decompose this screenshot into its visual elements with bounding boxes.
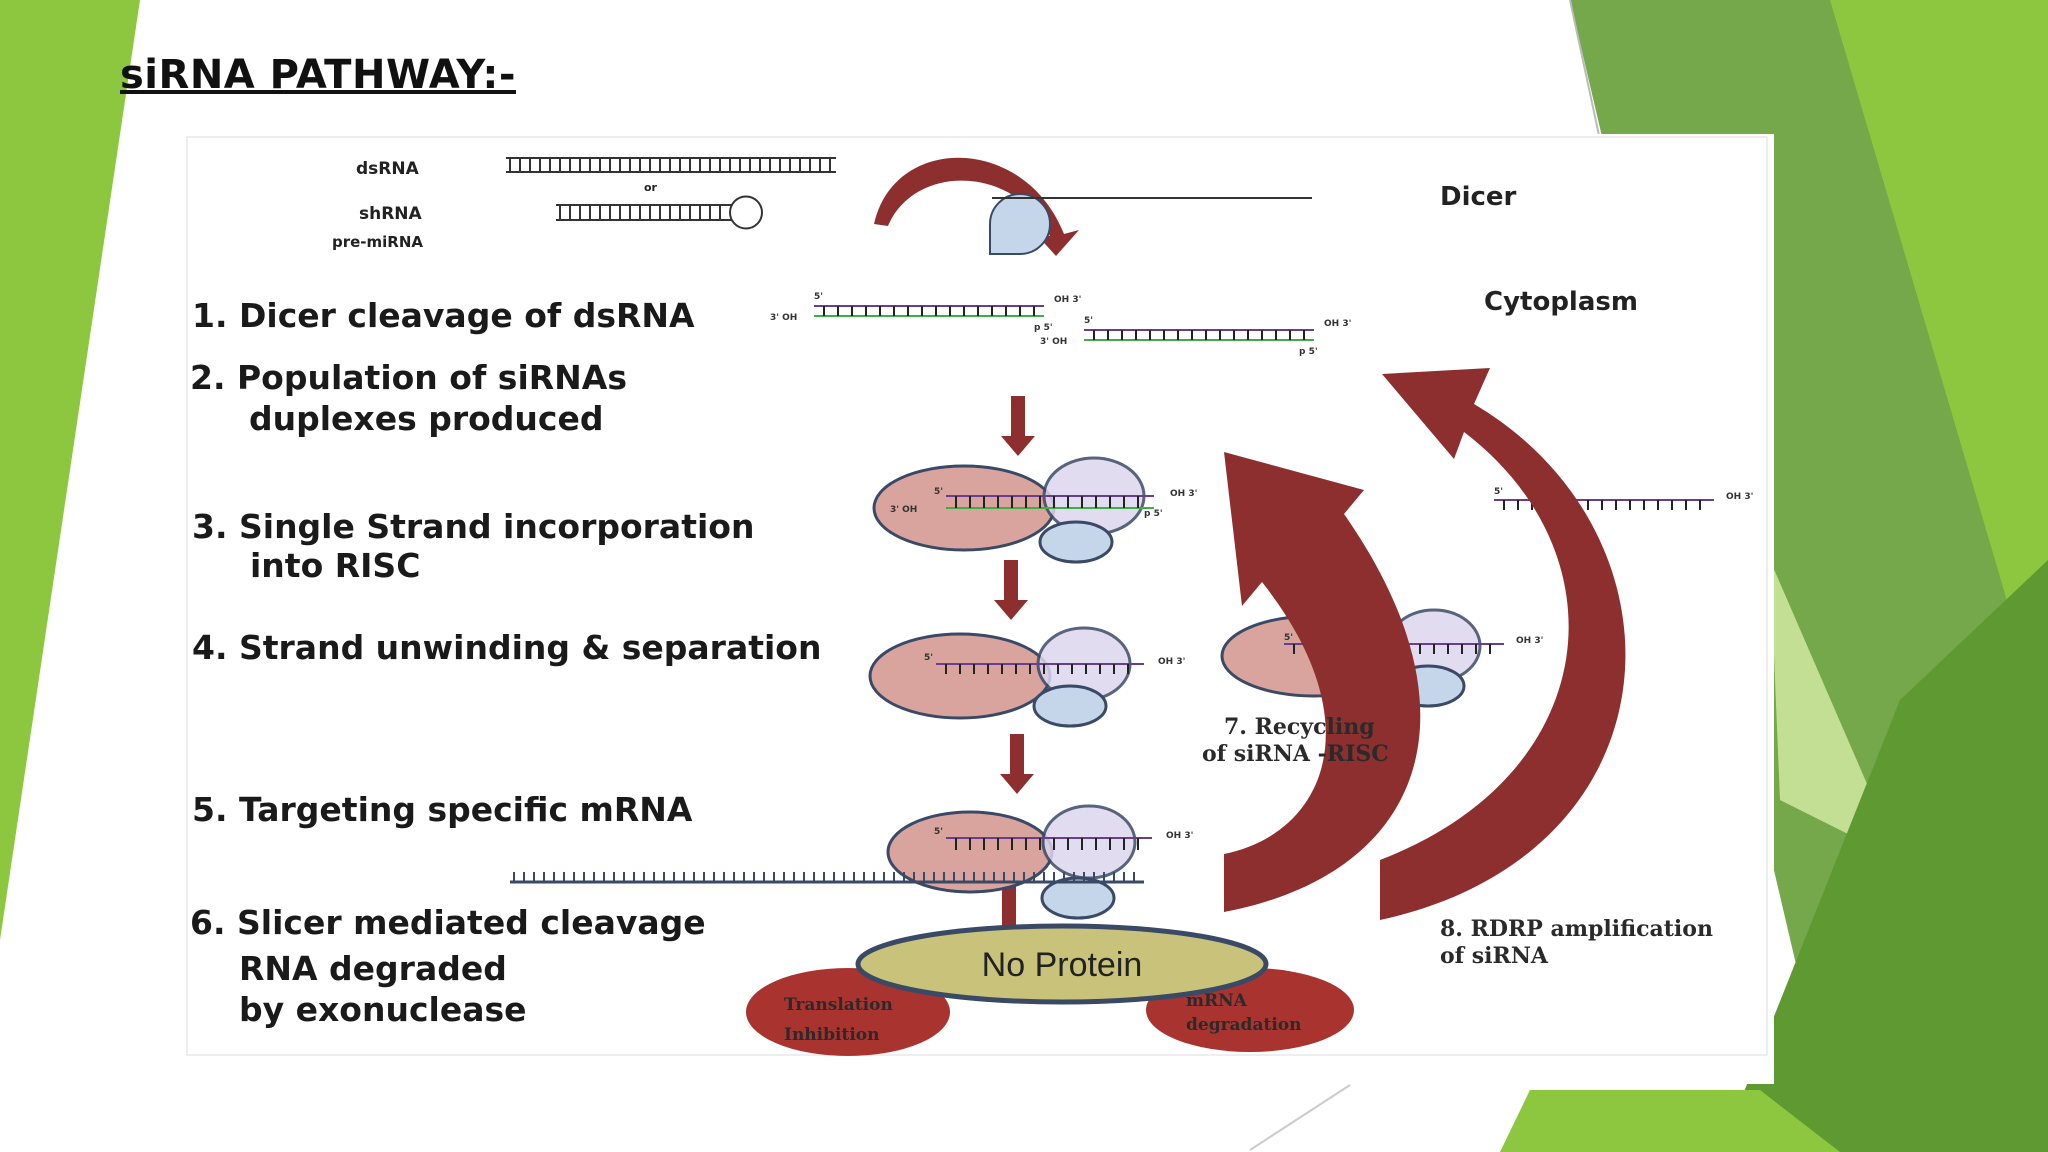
svg-text:5': 5' (934, 827, 943, 837)
step-6-text-line2: RNA degraded (239, 949, 507, 988)
mrna-degradation-label: mRNA (1186, 991, 1248, 1011)
bullet-arrow-icon (66, 66, 82, 88)
svg-text:OH 3': OH 3' (1516, 636, 1543, 646)
dicer-arrow-icon (874, 157, 1079, 256)
risc-complex-step5: 5' OH 3' (886, 804, 1193, 920)
svg-text:OH 3': OH 3' (1054, 295, 1081, 305)
no-protein-label: No Protein (982, 946, 1143, 984)
dsrna-ladder (506, 157, 836, 173)
translation-inhibition-blob (746, 968, 950, 1056)
premirna-label: pre-miRNA (332, 233, 423, 251)
step-6-text-line3: by exonuclease (239, 990, 527, 1029)
risc-complex-step3: 5' 3' OH OH 3' p 5' (872, 456, 1197, 564)
step-3-text-line2: into RISC (250, 546, 420, 585)
svg-text:p 5': p 5' (1299, 347, 1318, 357)
down-arrow-icon (1000, 734, 1034, 794)
down-arrow-icon (1001, 396, 1035, 456)
svg-text:OH 3': OH 3' (1170, 489, 1197, 499)
svg-text:OH 3': OH 3' (1158, 657, 1185, 667)
recycling-label-line2: of siRNA -RISC (1202, 741, 1389, 767)
dicer-label: Dicer (1440, 182, 1517, 212)
divider-line-bottom (1249, 1084, 1351, 1151)
step-4-text: 4. Strand unwinding & separation (192, 628, 821, 667)
rdrp-label-line2: of siRNA (1440, 943, 1549, 969)
step-5-text: 5. Targeting specific mRNA (192, 790, 693, 829)
sirna-duplex-1: 5' 3' OH OH 3' p 5' (770, 292, 1081, 333)
divider-line (1569, 0, 1601, 141)
svg-text:3' OH: 3' OH (890, 505, 917, 515)
svg-text:OH 3': OH 3' (1726, 492, 1753, 502)
svg-text:3' OH: 3' OH (770, 313, 797, 323)
svg-text:5': 5' (1494, 487, 1503, 497)
right-green-facet-dark (1720, 560, 2048, 1152)
sirna-duplex-2: 5' 3' OH OH 3' p 5' (1040, 316, 1351, 357)
rdrp-arrow-icon (1380, 368, 1626, 920)
svg-text:5': 5' (924, 653, 933, 663)
mrna-strand (510, 872, 1144, 884)
diagram-panel (184, 134, 1774, 1084)
or-label: or (644, 181, 658, 194)
recycling-arrow-icon (1224, 452, 1421, 912)
step-1-text: 1. Dicer cleavage of dsRNA (192, 296, 695, 335)
dicer-enzyme-icon (989, 193, 1051, 255)
svg-text:p 5': p 5' (1034, 323, 1053, 333)
svg-text:OH 3': OH 3' (1166, 831, 1193, 841)
diagram-frame (186, 136, 1768, 1056)
svg-text:5': 5' (1284, 633, 1293, 643)
no-protein-ellipse (855, 923, 1269, 1005)
svg-text:p 5': p 5' (1144, 509, 1163, 519)
svg-text:5': 5' (1084, 316, 1093, 326)
sirna-pathway-diagram: dsRNA or shRNA pre-miRNA Dicer Cytoplasm… (184, 134, 1774, 1084)
cytoplasm-label: Cytoplasm (1484, 287, 1638, 317)
svg-text:OH 3': OH 3' (1324, 319, 1351, 329)
step-3-text: 3. Single Strand incorporation (192, 507, 754, 546)
recycling-label: 7. Recycling (1224, 714, 1375, 740)
rdrp-label: 8. RDRP amplification (1440, 916, 1713, 942)
shrna-label: shRNA (359, 204, 423, 224)
svg-text:5': 5' (814, 292, 823, 302)
down-arrow-icon (994, 560, 1028, 620)
dsrna-label: dsRNA (356, 159, 420, 179)
bottom-green-band (1500, 1090, 1840, 1152)
right-green-band-light (1830, 0, 2048, 740)
mrna-degradation-label-line2: degradation (1186, 1015, 1301, 1035)
svg-text:5': 5' (934, 487, 943, 497)
risc-complex-step4: 5' OH 3' (868, 626, 1185, 728)
left-green-band (0, 0, 140, 940)
translation-label-line2: Inhibition (784, 1025, 879, 1045)
step-2-text-line2: duplexes produced (249, 399, 603, 438)
translation-label: Translation (784, 995, 893, 1015)
step-2-text: 2. Population of siRNAs (190, 358, 627, 397)
slide-title: siRNA PATHWAY:- (120, 52, 516, 98)
shrna-hairpin (556, 195, 763, 230)
step-6-text: 6. Slicer mediated cleavage (190, 903, 706, 942)
svg-text:3' OH: 3' OH (1040, 337, 1067, 347)
